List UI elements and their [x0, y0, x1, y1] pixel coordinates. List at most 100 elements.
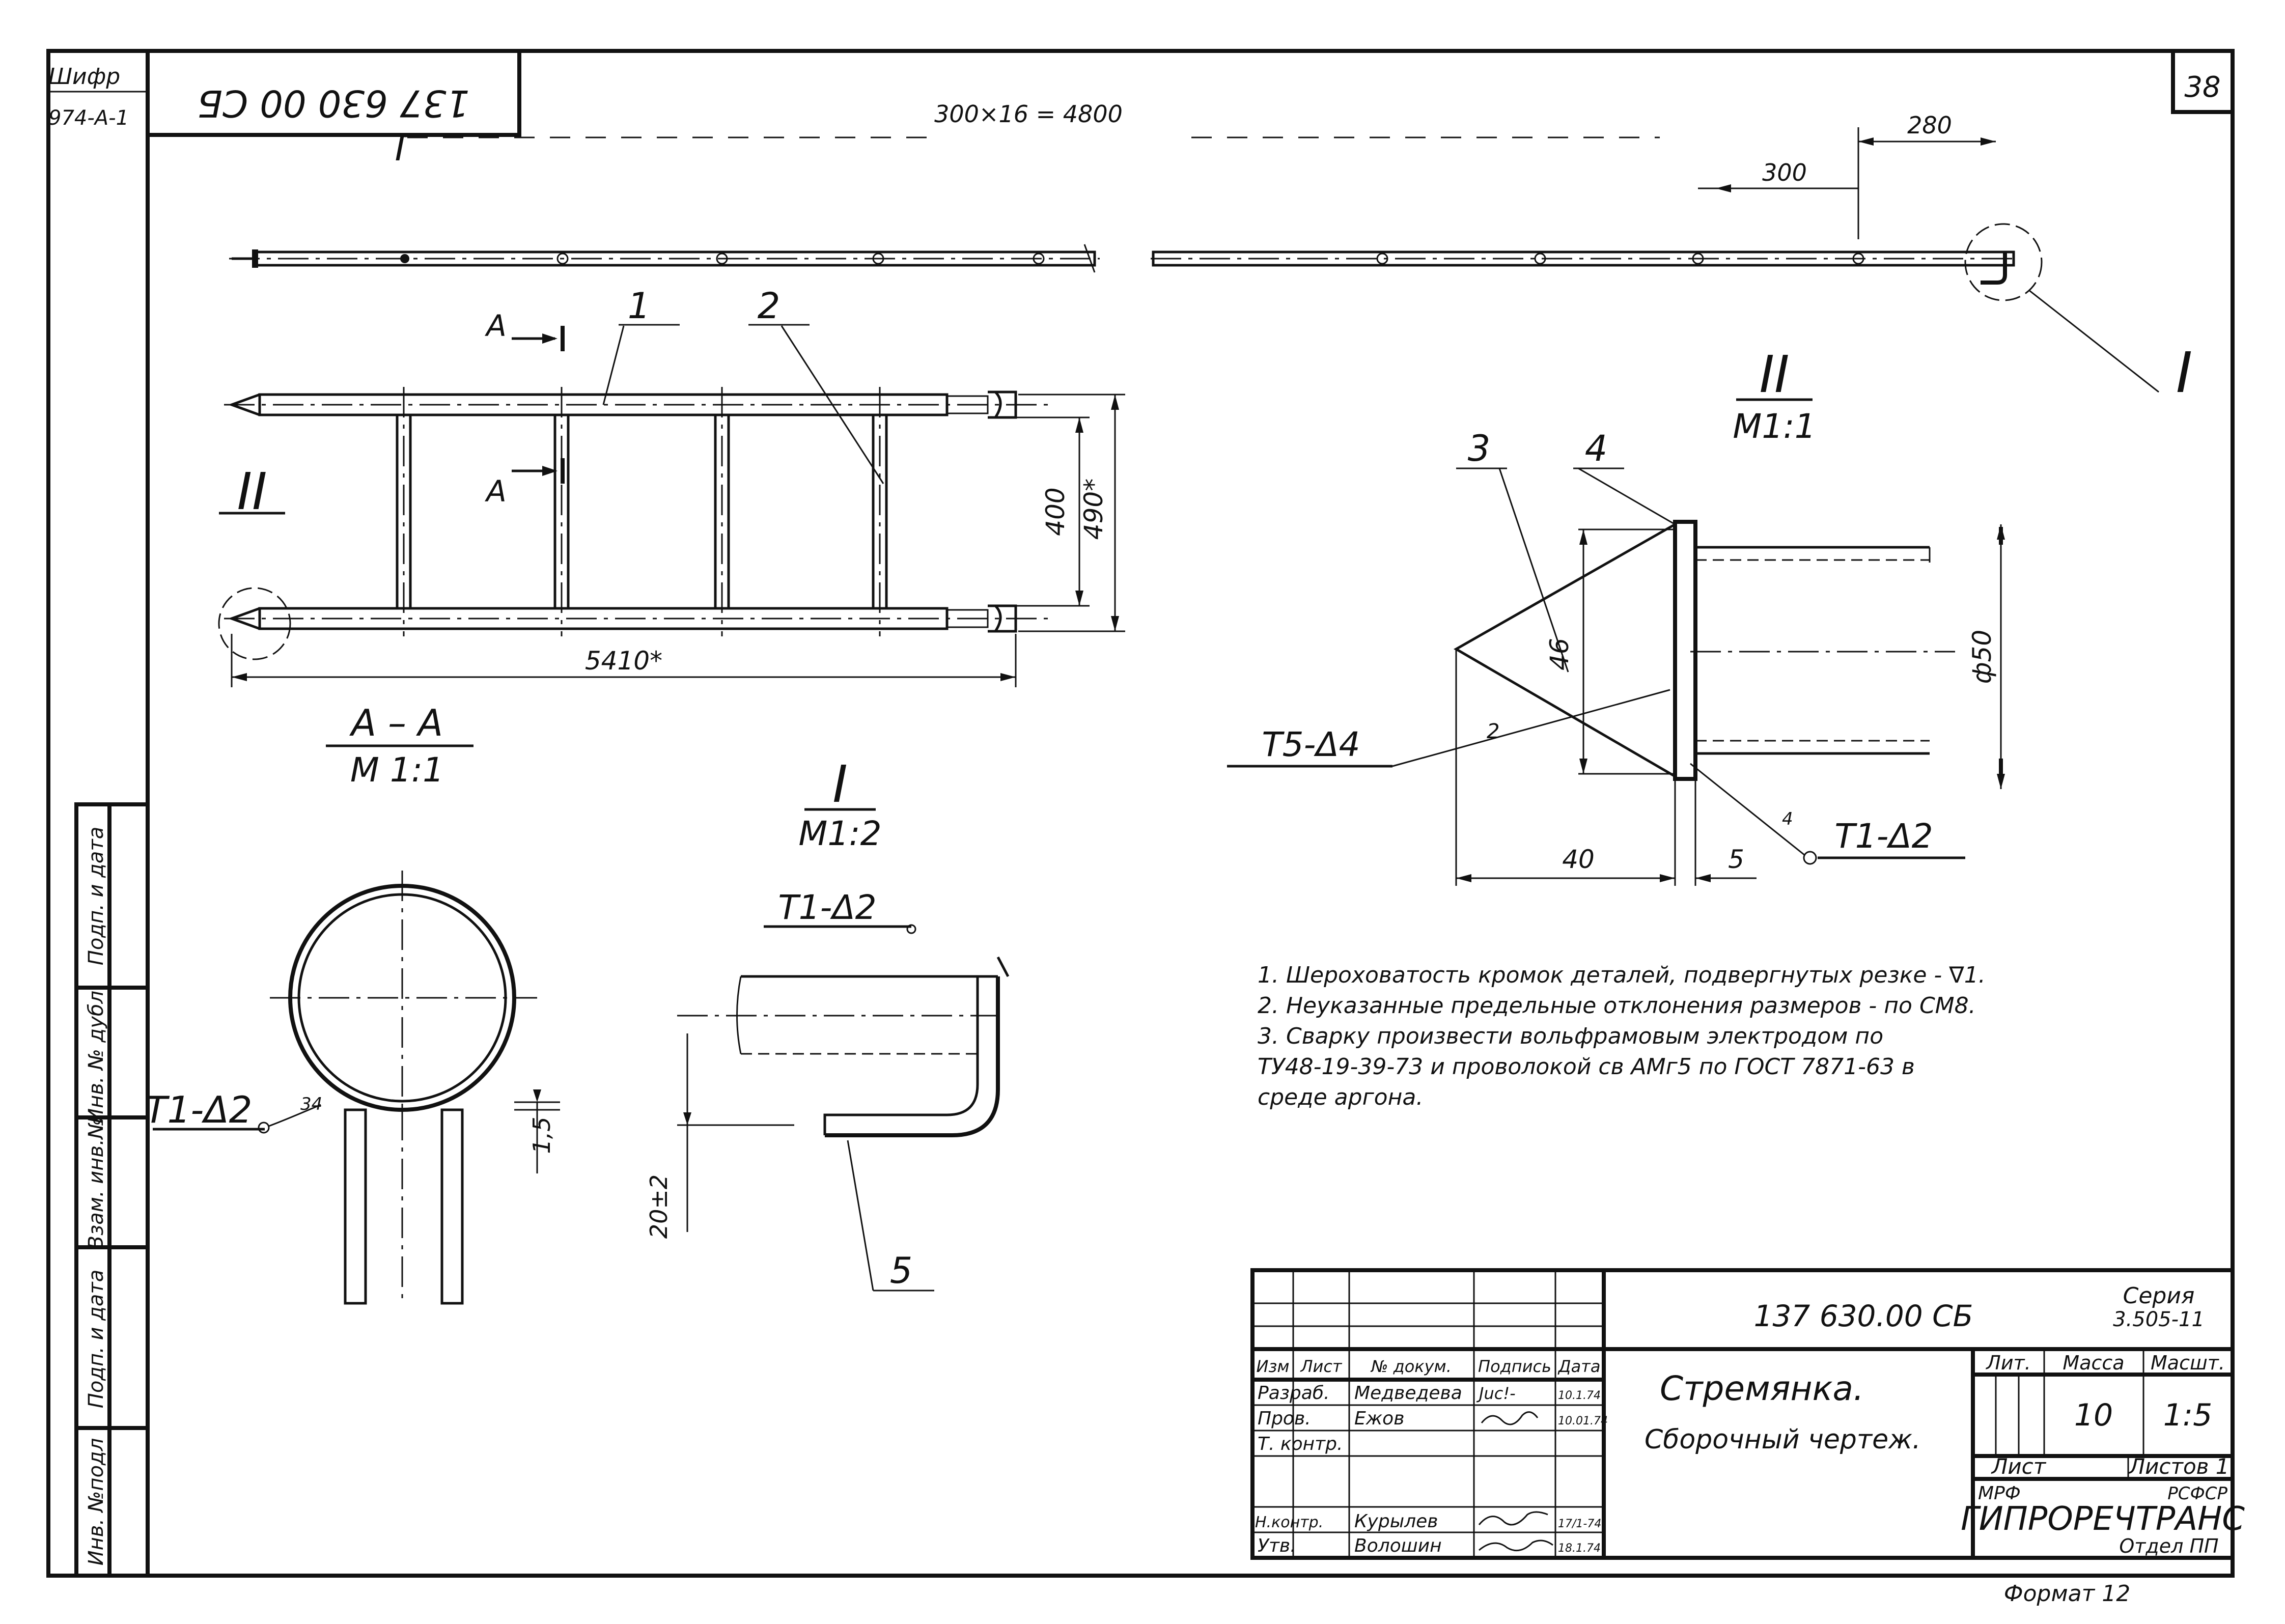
section-mark-g: Г: [395, 127, 417, 169]
tb-row-1-role: Пров.: [1258, 1408, 1311, 1429]
stamp-label-vzam: Взам. инв.№: [85, 1118, 108, 1250]
note-line-2: 2. Неуказанные предельные отклонения раз…: [1258, 993, 1976, 1019]
view-ii-scale: М1:1: [1733, 407, 1816, 446]
cipher-value: 974-А-1: [48, 106, 129, 130]
signature-kurylev: [1478, 1511, 1548, 1526]
signature-voloshin: [1479, 1539, 1553, 1552]
tb-org-right: РСФСР: [2167, 1483, 2227, 1504]
technical-notes: 1. Шероховатость кромок деталей, подверг…: [1258, 962, 1986, 1110]
tb-row-1-date: 10.01.74: [1558, 1415, 1608, 1427]
weld-note-34: 34: [300, 1094, 322, 1114]
dim-5: 5: [1728, 845, 1744, 874]
tb-row-2-role: Т. контр.: [1258, 1434, 1343, 1454]
tb-title-line2: Сборочный чертеж.: [1645, 1424, 1921, 1455]
tb-row-0-sign: Juc!-: [1476, 1384, 1516, 1403]
tb-doc-code: 137 630.00 СБ: [1754, 1299, 1973, 1333]
dim-1-5: 1,5: [528, 1116, 555, 1154]
tb-header-list: Лист: [1300, 1357, 1342, 1376]
dim-300: 300: [1762, 159, 1807, 186]
stamp-label-podp-data-1: Подп. и дата: [85, 1270, 108, 1408]
weld-label-right: Т1-Δ2: [1834, 817, 1933, 856]
note-line-5: среде аргона.: [1258, 1084, 1423, 1110]
weld-label-bend: Т1-Δ2: [778, 888, 876, 927]
leader-2-label: 2: [758, 285, 781, 327]
dim-490: 490*: [1079, 479, 1108, 540]
dim-400: 400: [1041, 487, 1070, 536]
side-view: А А 1 2 II: [218, 285, 1125, 687]
stamp-label-inv-dubl: Инв. № дубл.: [85, 984, 108, 1124]
tb-mass-label: Масса: [2063, 1352, 2124, 1374]
callout-ii-circle: [218, 587, 291, 660]
tb-sheets-label: Листов 1: [2128, 1454, 2230, 1479]
dim-280: 280: [1907, 111, 1952, 139]
tb-scale-label: Масшт.: [2151, 1352, 2225, 1374]
top-view: 300×16 = 4800 Г 280 300 I: [229, 100, 2192, 405]
sheet-number-box: [2171, 49, 2235, 114]
section-label-a-top: А: [484, 309, 507, 343]
tb-row-3-name: Курылев: [1354, 1511, 1438, 1532]
view-ii: II М1:1 3 4 46 ф50: [1227, 345, 2005, 886]
dim-20: 20±2: [645, 1174, 673, 1239]
tb-format: Формат 12: [2004, 1581, 2131, 1607]
view-i-scale: М1:2: [798, 814, 881, 853]
tb-row-4-name: Волошин: [1354, 1535, 1442, 1556]
rotated-code: 137 630 00 СБ: [198, 82, 470, 125]
dim-phi50: ф50: [1967, 630, 1997, 684]
tb-org-left: МРФ: [1978, 1483, 2021, 1504]
leader-4-label: 4: [1585, 428, 1608, 469]
weld-dim-4: 4: [1782, 809, 1793, 829]
weld-small-2: 2: [1487, 720, 1499, 743]
tb-row-1-name: Ежов: [1354, 1408, 1404, 1429]
view-i-title: I: [832, 754, 848, 814]
tb-header-izm: Изм: [1256, 1357, 1289, 1376]
tb-header-date: Дата: [1557, 1357, 1601, 1376]
left-stamp-column: Инв. №подл Подп. и дата Взам. инв.№ Инв.…: [74, 802, 150, 1578]
tb-row-0-name: Медведева: [1354, 1383, 1462, 1404]
leader-5-label: 5: [890, 1250, 913, 1292]
section-aa-title: А – А: [349, 702, 443, 744]
view-mark-ii-left: II: [237, 462, 267, 521]
leader-1-label: 1: [628, 285, 651, 327]
cipher-box: [146, 49, 521, 137]
tb-header-doc: № докум.: [1370, 1357, 1452, 1376]
stamp-label-inv-podl: Инв. №подл: [85, 1438, 108, 1566]
tb-title-line1: Стремянка.: [1660, 1369, 1864, 1408]
outer-frame: [46, 49, 2235, 1578]
dim-5410: 5410*: [585, 646, 662, 676]
stamp-label-podp-data-2: Подп. и дата: [85, 827, 108, 965]
section-label-a-bottom: А: [484, 474, 507, 509]
sheet-number: 38: [2184, 71, 2220, 104]
tb-header-sign: Подпись: [1478, 1357, 1551, 1376]
tb-lit-label: Лит.: [1985, 1352, 2031, 1374]
tb-row-3-date: 17/1-74: [1558, 1518, 1601, 1530]
tb-scale-value: 1:5: [2163, 1397, 2213, 1433]
tb-dept: Отдел ПП: [2119, 1535, 2218, 1557]
tb-row-3-role: Н.контр.: [1255, 1514, 1323, 1531]
tb-mass-value: 10: [2074, 1397, 2113, 1433]
leader-3-label: 3: [1468, 428, 1491, 469]
weld-label-left: Т5-Δ4: [1262, 725, 1360, 764]
callout-i-label: I: [2176, 340, 2192, 405]
section-aa: А – А М 1:1 1,5 Т1-Δ2 34: [145, 702, 560, 1305]
cipher-label: Шифр: [48, 64, 120, 90]
weld-label-circle: Т1-Δ2: [145, 1088, 253, 1131]
title-block: Изм Лист № докум. Подпись Дата Разраб. М…: [1250, 1268, 2245, 1607]
tb-row-0-date: 10.1.74: [1558, 1389, 1601, 1402]
tb-row-0-role: Разраб.: [1258, 1383, 1329, 1404]
tb-row-4-role: Утв.: [1258, 1535, 1296, 1556]
tb-series-value: 3.505-11: [2113, 1308, 2205, 1331]
tb-series-label: Серия: [2123, 1283, 2195, 1309]
tb-sheet-label: Лист: [1991, 1454, 2047, 1479]
pitch-dim: 300×16 = 4800: [934, 100, 1123, 128]
callout-i-circle: [1964, 223, 2043, 301]
view-i: I М1:2 Т1-Δ2 20±2 5: [645, 754, 1010, 1292]
view-ii-title: II: [1760, 345, 1790, 404]
note-line-3: 3. Сварку произвести вольфрамовым электр…: [1258, 1023, 1883, 1049]
note-line-4: ТУ48-19-39-73 и проволокой св АМг5 по ГО…: [1258, 1054, 1915, 1080]
note-line-1: 1. Шероховатость кромок деталей, подверг…: [1258, 962, 1986, 988]
signature-ezhov: [1481, 1411, 1539, 1425]
tb-row-4-date: 18.1.74: [1558, 1542, 1601, 1555]
section-aa-scale: М 1:1: [350, 750, 444, 790]
tb-org-name: ГИПРОРЕЧТРАНС: [1961, 1500, 2245, 1538]
